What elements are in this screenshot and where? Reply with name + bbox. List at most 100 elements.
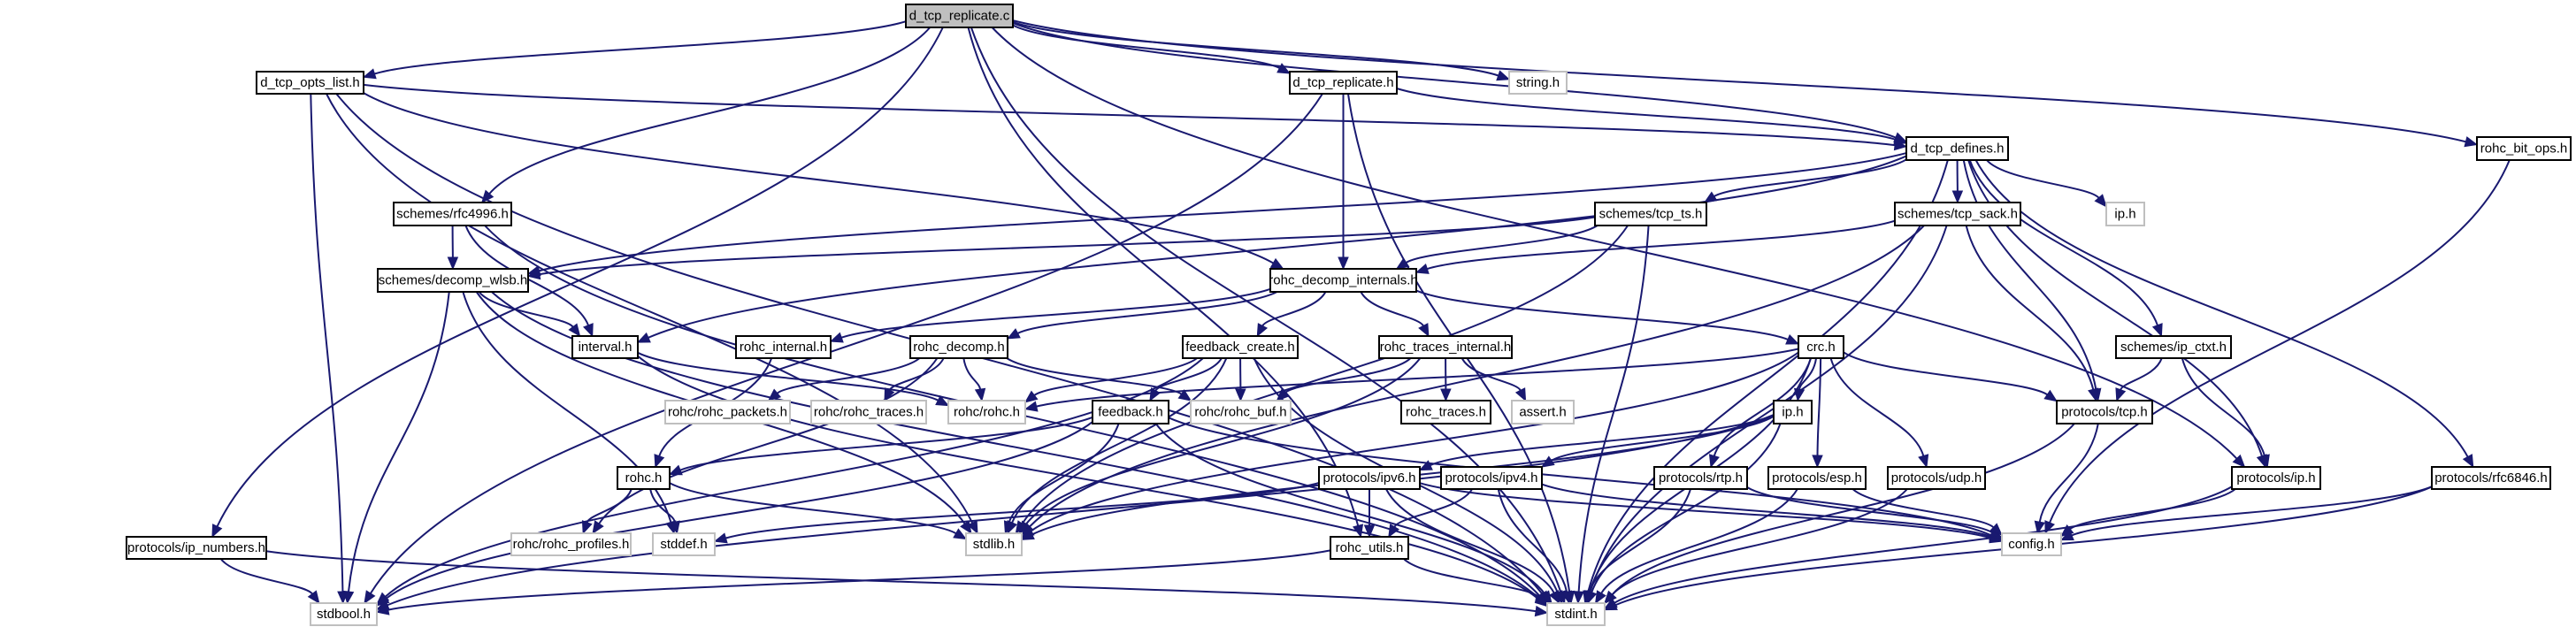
node-protocols-rfc6846-h[interactable]: protocols/rfc6846.h	[2431, 466, 2551, 490]
node-protocols-esp-h[interactable]: protocols/esp.h	[1767, 466, 1867, 490]
arrowhead-icon	[713, 532, 728, 544]
edge-protocols-ip-numbers-h-to-stdbool-h	[219, 558, 320, 605]
arrowhead-icon	[1918, 454, 1929, 469]
node-protocols-ipv4-h[interactable]: protocols/ipv4.h	[1440, 466, 1543, 490]
node-box	[735, 335, 832, 359]
edge-rohc-utils-h-to-stdbool-h	[375, 549, 1331, 616]
node-ip-h[interactable]: ip.h	[1773, 400, 1813, 424]
node-protocols-tcp-h[interactable]: protocols/tcp.h	[2056, 400, 2153, 424]
edge-protocols-ipv6-h-to-stdint-h	[1385, 488, 1560, 605]
arrowhead-icon	[1418, 323, 1430, 338]
node-rohc-traces-h[interactable]: rohc_traces.h	[1400, 400, 1491, 424]
node-schemes-decomp-wlsb-h[interactable]: schemes/decomp_wlsb.h	[377, 268, 529, 293]
node-label: rohc_bit_ops.h	[2480, 141, 2567, 157]
node-protocols-ip-h[interactable]: protocols/ip.h	[2231, 466, 2321, 490]
edge-crc-h-to-ip-h	[1793, 357, 1818, 402]
node-rohc-rohc-packets-h-external: rohc/rohc_packets.h	[664, 400, 791, 424]
arrowhead-icon	[1583, 590, 1595, 605]
node-protocols-ipv6-h[interactable]: protocols/ipv6.h	[1318, 466, 1421, 490]
node-rohc-decomp-h[interactable]: rohc_decomp.h	[909, 335, 1008, 359]
node-label: rohc_utils.h	[1336, 540, 1404, 555]
arrowhead-icon	[668, 464, 683, 476]
node-label: protocols/tcp.h	[2061, 405, 2148, 420]
arrowhead-icon	[2094, 194, 2107, 208]
node-d-tcp-replicate-c[interactable]: d_tcp_replicate.c	[905, 4, 1014, 28]
node-label: rohc.h	[625, 470, 663, 486]
node-feedback-h[interactable]: feedback.h	[1092, 400, 1169, 424]
arrowhead-icon	[1276, 388, 1290, 401]
node-schemes-ip-ctxt-h[interactable]: schemes/ip_ctxt.h	[2115, 335, 2232, 359]
arrowhead-icon	[1708, 454, 1720, 469]
edge-line	[1551, 415, 1775, 462]
edge-line	[1600, 488, 1798, 594]
node-rohc-utils-h[interactable]: rohc_utils.h	[1330, 536, 1409, 560]
node-d-tcp-opts-list-h[interactable]: d_tcp_opts_list.h	[256, 71, 364, 95]
node-label: d_tcp_replicate.c	[909, 9, 1010, 24]
arrowhead-icon	[1548, 590, 1560, 605]
arrowhead-icon	[2151, 323, 2163, 338]
edge-d-tcp-replicate-c-to-d-tcp-replicate-h	[1012, 24, 1292, 74]
edge-line	[2069, 488, 2236, 531]
node-box	[2105, 202, 2145, 226]
node-schemes-tcp-sack-h[interactable]: schemes/tcp_sack.h	[1894, 202, 2021, 226]
node-d-tcp-defines-h[interactable]: d_tcp_defines.h	[1905, 136, 2009, 161]
node-box	[256, 71, 364, 95]
node-rohc-bit-ops-h[interactable]: rohc_bit_ops.h	[2476, 136, 2572, 161]
node-schemes-rfc4996-h[interactable]: schemes/rfc4996.h	[393, 202, 512, 226]
edge-rohc-decomp-h-to-rohc-rohc-buf-h	[1006, 357, 1192, 401]
edge-line	[598, 357, 939, 524]
node-crc-h[interactable]: crc.h	[1798, 335, 1844, 359]
arrowhead-icon	[1418, 460, 1433, 471]
node-rohc-h[interactable]: rohc.h	[617, 466, 671, 490]
edge-line	[478, 291, 574, 328]
node-rohc-internal-h[interactable]: rohc_internal.h	[735, 335, 832, 359]
node-rohc-decomp-internals-h[interactable]: rohc_decomp_internals.h	[1269, 268, 1418, 293]
edge-line	[310, 93, 344, 593]
edge-d-tcp-replicate-c-to-d-tcp-opts-list-h	[362, 20, 907, 80]
node-interval-h[interactable]: interval.h	[571, 335, 639, 359]
edge-protocols-ipv4-h-to-rohc-utils-h	[1388, 488, 1474, 539]
edge-line	[363, 92, 1274, 264]
edge-rohc-traces-internal-h-to-rohc-traces-h	[1440, 357, 1452, 402]
edge-protocols-rfc6846-h-to-config-h	[2059, 486, 2433, 541]
arrowhead-icon	[669, 520, 680, 535]
edge-d-tcp-replicate-h-to-d-tcp-defines-h	[1396, 88, 1908, 145]
edge-line	[1591, 423, 1782, 593]
node-feedback-create-h[interactable]: feedback_create.h	[1182, 335, 1299, 359]
arrowhead-icon	[211, 524, 223, 539]
edge-line	[649, 488, 676, 523]
arrowhead-icon	[1177, 389, 1192, 401]
node-d-tcp-replicate-h[interactable]: d_tcp_replicate.h	[1289, 71, 1398, 95]
edge-line	[1406, 225, 1598, 264]
edge-feedback-h-to-rohc-h	[668, 416, 1093, 476]
node-schemes-tcp-ts-h[interactable]: schemes/tcp_ts.h	[1594, 202, 1707, 226]
edge-feedback-h-to-config-h	[1168, 417, 2004, 541]
edge-feedback-create-h-to-stdlib-h	[1007, 357, 1228, 535]
node-rohc-traces-internal-h[interactable]: rohc_traces_internal.h	[1378, 335, 1513, 359]
edge-rohc-decomp-internals-h-to-rohc-decomp-h	[1006, 291, 1278, 340]
edge-line	[1816, 357, 1822, 456]
arrowhead-icon	[581, 520, 593, 535]
arrowhead-icon	[1785, 333, 1800, 345]
arrowhead-icon	[2088, 387, 2099, 402]
node-box	[1798, 335, 1844, 359]
node-protocols-udp-h[interactable]: protocols/udp.h	[1887, 466, 1986, 490]
node-box	[1092, 400, 1169, 424]
edge-interval-h-to-rohc-rohc-h	[637, 351, 950, 407]
edge-line	[385, 421, 1093, 600]
edge-line	[374, 20, 907, 75]
edge-protocols-rtp-h-to-stdint-h	[1583, 488, 1692, 605]
arrowhead-icon	[636, 332, 651, 343]
node-stdlib-h-external: stdlib.h	[965, 532, 1023, 556]
edge-line	[1415, 289, 1789, 340]
node-protocols-ip-numbers-h[interactable]: protocols/ip_numbers.h	[126, 536, 267, 560]
node-label: rohc/rohc_buf.h	[1194, 405, 1286, 420]
edge-crc-h-to-rohc-rohc-h	[1024, 348, 1799, 412]
node-protocols-rtp-h[interactable]: protocols/rtp.h	[1653, 466, 1748, 490]
node-label: ip.h	[1782, 405, 1803, 420]
arrowhead-icon	[1363, 524, 1376, 539]
arrowhead-icon	[583, 323, 594, 338]
arrowhead-icon	[1276, 63, 1292, 74]
node-stdint-h-external: stdint.h	[1546, 602, 1606, 626]
edge-line	[1852, 488, 1995, 529]
